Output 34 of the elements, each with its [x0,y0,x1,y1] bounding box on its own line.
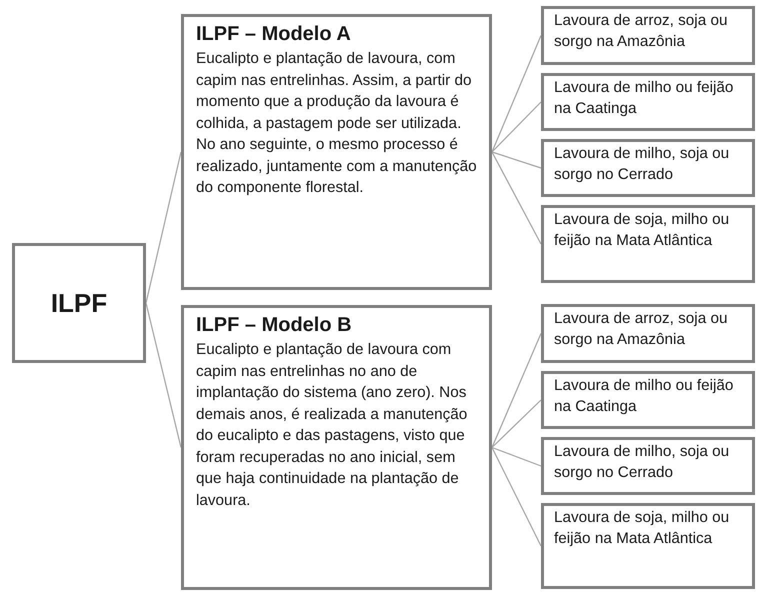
node-label: Lavoura de arroz, soja ou sorgo na Amazônia [554,11,728,52]
node-title: ILPF – Modelo A [196,23,352,46]
node-title: ILPF [50,288,108,318]
connector-line [491,333,542,448]
root-box [12,243,146,363]
connector-line [492,102,542,152]
node-label: Lavoura de soja, milho ou feijão na Mata Atlântica [554,508,730,549]
crop-box [541,304,755,363]
connector-line [491,152,542,244]
crop-box [541,6,755,65]
connector-line [491,35,542,152]
crop-box [541,205,755,283]
connector-line [145,302,182,448]
model-box [181,305,492,590]
crop-box [541,73,755,131]
connector-line [491,447,542,546]
node-description: Eucalipto e plantação de lavoura, com capim nas entrelinhas. Assim, a partir do momento que a produção da lavoura é colhida, a pastagem pode ser utilizada. No ano seguinte, o mesmo processo é realizado, juntamente com a manutenção do componente florestal. [196,49,478,198]
node-label: Lavoura de milho ou feijão na Caatinga [554,376,734,417]
connector-line [145,152,182,304]
connector-line [492,446,542,467]
crop-box [541,371,755,429]
model-box [181,14,492,290]
node-description: Eucalipto e plantação de lavoura com capim nas entrelinhas no ano de implantação do sistema (ano zero). Nos demais anos, é realizada a manutenção do eucalipto e das pastagens, visto que foram recuperadas no ano inicial, sem que haja continuidade na plantação de lavoura. [196,340,468,510]
node-label: Lavoura de milho, soja ou sorgo no Cerrado [554,442,730,483]
node-label: Lavoura de milho, soja ou sorgo no Cerrado [554,144,730,185]
node-title: ILPF – Modelo B [196,314,353,337]
node-label: Lavoura de milho ou feijão na Caatinga [554,78,734,119]
crop-box [541,503,755,589]
crop-box [541,139,755,197]
crop-box [541,437,755,495]
connector-line [492,151,542,169]
node-label: Lavoura de arroz, soja ou sorgo na Amazônia [554,309,728,350]
node-label: Lavoura de soja, milho ou feijão na Mata Atlântica [554,210,730,251]
connector-line [492,400,542,448]
